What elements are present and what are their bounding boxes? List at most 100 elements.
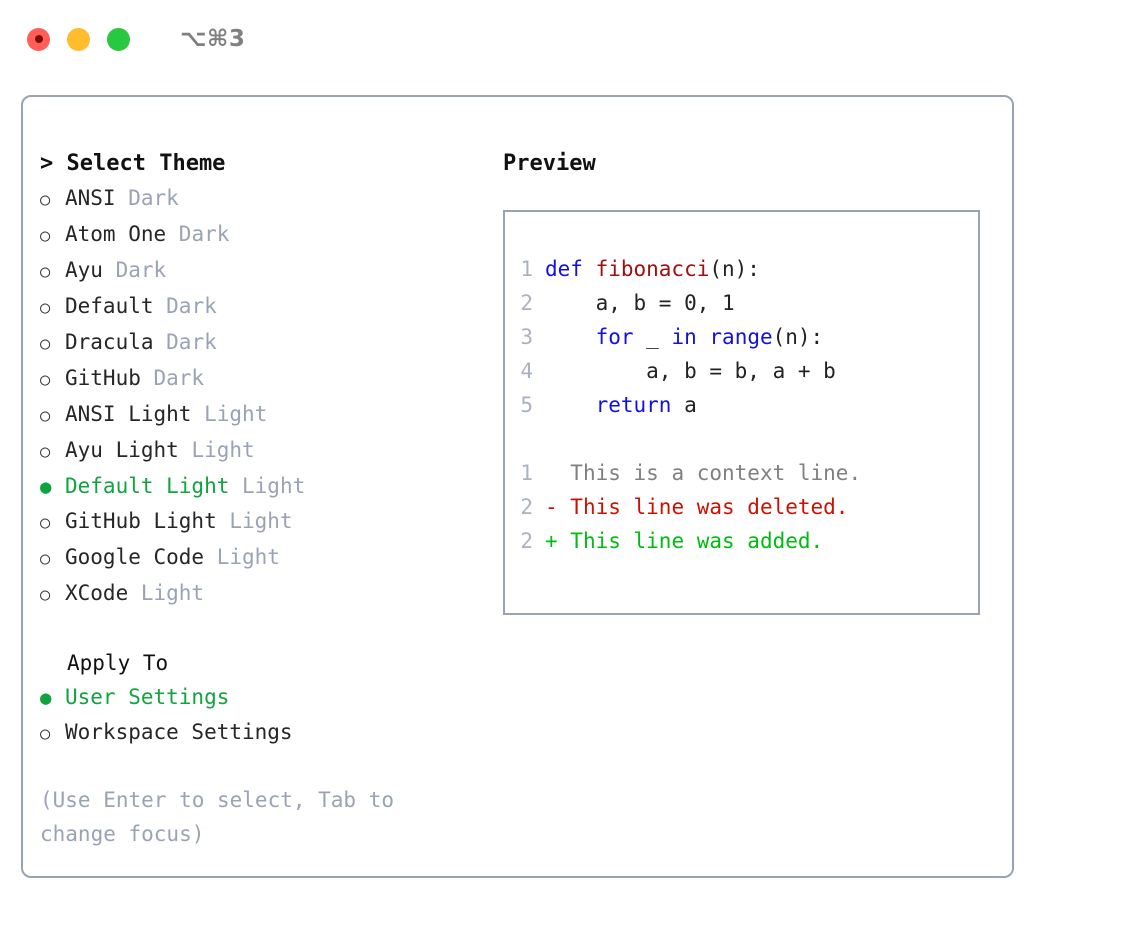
theme-list-item[interactable]: ○Atom One Dark [40,217,503,253]
theme-list-item[interactable]: ● Default Light Light [40,469,503,504]
theme-item-label: Ayu [65,258,103,282]
window-titlebar: ⌥⌘3 [0,0,1140,78]
apply-to-label: User Settings [65,685,230,709]
theme-item-variant-tag: Dark [140,366,205,390]
code-line-number: 4 [520,359,533,383]
theme-list-item[interactable]: ○Default Dark [40,289,503,325]
theme-selector-column: > Select Theme ○ANSI Dark○Atom One Dark○… [23,97,503,876]
theme-item-label: ANSI Light [65,402,192,426]
panel-columns: > Select Theme ○ANSI Dark○Atom One Dark○… [23,97,1012,876]
diff-sample: 1 This is a context line.2- This line wa… [505,456,978,558]
apply-to-label: Workspace Settings [65,720,293,744]
radio-empty-icon: ○ [40,549,51,569]
theme-item-variant-tag: Light [128,581,205,605]
theme-list-item[interactable]: ○ Ayu Light Light [40,433,503,469]
radio-empty-icon: ○ [40,370,51,390]
diff-line: 1 This is a context line. [505,456,978,490]
diff-line: 2- This line was deleted. [505,490,978,524]
theme-list-item[interactable]: ○ GitHub Light Light [40,504,503,540]
select-theme-header: > Select Theme [40,151,226,176]
code-token: def [545,257,596,281]
code-token: for [595,325,634,349]
radio-empty-icon: ○ [40,406,51,426]
code-line-content: for _ in range(n): [545,320,824,354]
code-line: 4 a, b = b, a + b [505,354,978,388]
theme-item-variant-tag: Dark [115,186,179,210]
apply-to-option[interactable]: ○ Workspace Settings [40,715,503,751]
radio-empty-icon: ○ [40,262,51,282]
code-token [545,393,596,417]
diff-marker: - [545,495,558,519]
code-token: in [671,325,697,349]
theme-item-label: ANSI [65,186,116,210]
theme-item-variant-tag: Dark [153,330,217,354]
theme-item-label: GitHub Light [65,509,217,533]
theme-list-item[interactable]: ○ Google Code Light [40,540,503,576]
theme-item-label: Default Light [65,474,230,498]
code-token: (n): [709,257,760,281]
radio-empty-icon: ○ [40,513,51,533]
theme-list[interactable]: ○ANSI Dark○Atom One Dark○Ayu Dark○Defaul… [40,181,503,612]
code-line-number: 5 [520,393,533,417]
code-line-content: return a [545,388,697,422]
code-line: 3 for _ in range(n): [505,320,978,354]
radio-empty-icon: ○ [40,442,51,462]
theme-item-label: Google Code [65,545,205,569]
minimize-button[interactable] [67,27,90,51]
theme-item-variant-tag: Dark [102,258,167,282]
code-token: _ [633,325,672,349]
window-shortcut-label: ⌥⌘3 [180,26,246,52]
radio-empty-icon: ○ [40,226,51,246]
code-token [545,325,596,349]
diff-line-number: 2 [520,529,533,553]
code-line-content: a, b = 0, 1 [545,286,735,320]
close-button[interactable] [27,27,50,51]
code-line: 5 return a [505,388,978,422]
apply-to-list[interactable]: ●User Settings ○ Workspace Settings [40,680,503,751]
help-text: (Use Enter to select, Tab to change focu… [40,788,395,846]
diff-marker [545,456,558,490]
code-diff-gap [505,422,978,456]
code-token: a, b = 0, 1 [545,291,735,315]
diff-line-text: This is a context line. [557,461,862,485]
theme-item-variant-tag: Light [229,474,306,498]
theme-list-item[interactable]: ○XCode Light [40,576,503,612]
diff-line-text: This line was added. [557,529,824,553]
code-line-number: 3 [520,325,533,349]
code-line: 1 def fibonacci(n): [505,252,978,286]
radio-empty-icon: ○ [40,724,51,744]
list-spacer [40,612,503,646]
code-line-content: a, b = b, a + b [545,354,836,388]
apply-to-header: Apply To [67,651,169,675]
diff-marker: + [545,529,558,553]
code-line: 2 a, b = 0, 1 [505,286,978,320]
theme-item-label: Ayu Light [65,438,179,462]
theme-list-item[interactable]: ○ Ayu Dark [40,253,503,289]
theme-item-variant-tag: Light [204,545,280,569]
radio-selected-icon: ● [40,476,52,498]
theme-item-variant-tag: Light [216,509,293,533]
theme-list-item[interactable]: ○Dracula Dark [40,325,503,361]
code-line-number: 1 [520,257,533,281]
radio-empty-icon: ○ [40,298,51,318]
code-token: return [595,393,672,417]
theme-item-label: Default [65,294,154,318]
zoom-button[interactable] [107,27,130,51]
apply-to-option[interactable]: ●User Settings [40,680,503,715]
theme-item-variant-tag: Light [191,402,268,426]
radio-empty-icon: ○ [40,585,51,605]
radio-empty-icon: ○ [40,334,51,354]
code-line-content: def fibonacci(n): [545,252,760,286]
main-panel: > Select Theme ○ANSI Dark○Atom One Dark○… [21,95,1014,878]
theme-item-variant-tag: Dark [166,222,230,246]
code-token: a [671,393,697,417]
theme-list-item[interactable]: ○ANSI Dark [40,181,503,217]
theme-list-item[interactable]: ○ GitHub Dark [40,361,503,397]
theme-item-label: GitHub [65,366,141,390]
theme-list-item[interactable]: ○ ANSI Light Light [40,397,503,433]
theme-item-variant-tag: Light [178,438,255,462]
